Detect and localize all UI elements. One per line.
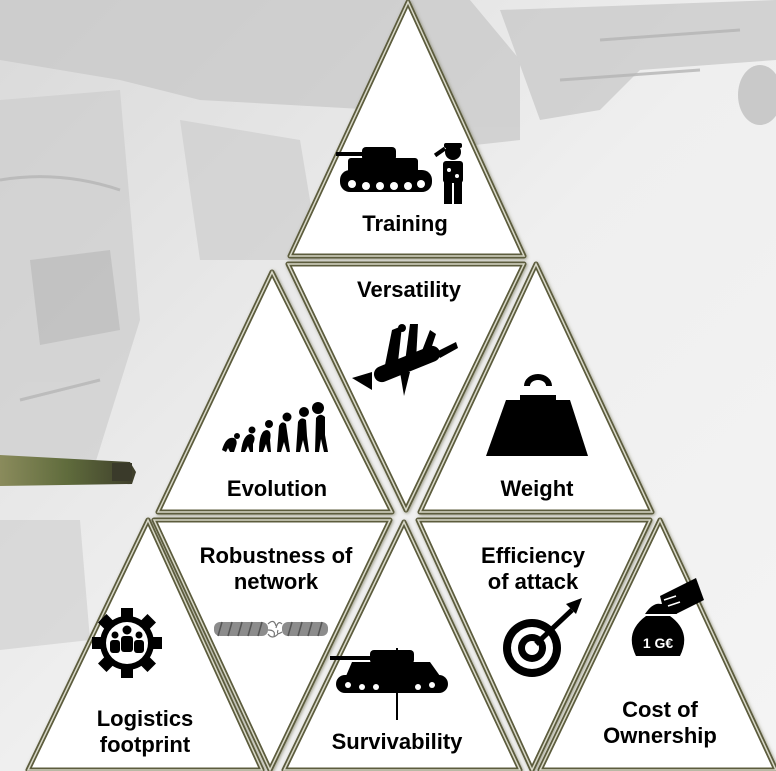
label-line: Efficiency (481, 543, 585, 568)
tile-label-training: Training (362, 211, 448, 237)
label-line: Cost of (622, 697, 698, 722)
tile-label-survivability: Survivability (332, 729, 463, 755)
tile-label-weight: Weight (501, 476, 574, 502)
label-line: Logistics (96, 706, 194, 731)
tile-inner-border-survivability (282, 520, 522, 771)
label-line: Ownership (603, 723, 717, 748)
tile-label-logistics-footprint: Logistics footprint (97, 706, 194, 758)
label-line: Survivability (331, 729, 463, 754)
label-line: network (233, 569, 319, 594)
label-line: Versatility (357, 277, 461, 302)
label-line: Robustness of (199, 543, 353, 568)
tile-inner-border-versatility (286, 263, 526, 512)
tile-inner-border-training (288, 0, 526, 257)
tile-label-efficiency-of-attack: Efficiency of attack (481, 543, 585, 595)
label-line: footprint (99, 732, 191, 757)
label-line: Training (362, 211, 448, 236)
tile-label-robustness-of-network: Robustness of network (200, 543, 353, 595)
tile-label-cost-of-ownership: Cost of Ownership (603, 697, 717, 749)
label-line: of attack (487, 569, 579, 594)
tile-inner-border-robustness (152, 519, 392, 771)
tile-inner-border-logistics (26, 518, 264, 771)
label-line: Evolution (226, 476, 328, 501)
tile-label-evolution: Evolution (227, 476, 327, 502)
label-line: Weight (500, 476, 574, 501)
tile-inner-border-efficiency (416, 519, 652, 771)
tile-inner-border-cost (538, 518, 776, 771)
tile-inner-border-weight (418, 262, 654, 513)
tile-inner-border-evolution (156, 270, 394, 513)
tile-label-versatility: Versatility (357, 277, 461, 303)
